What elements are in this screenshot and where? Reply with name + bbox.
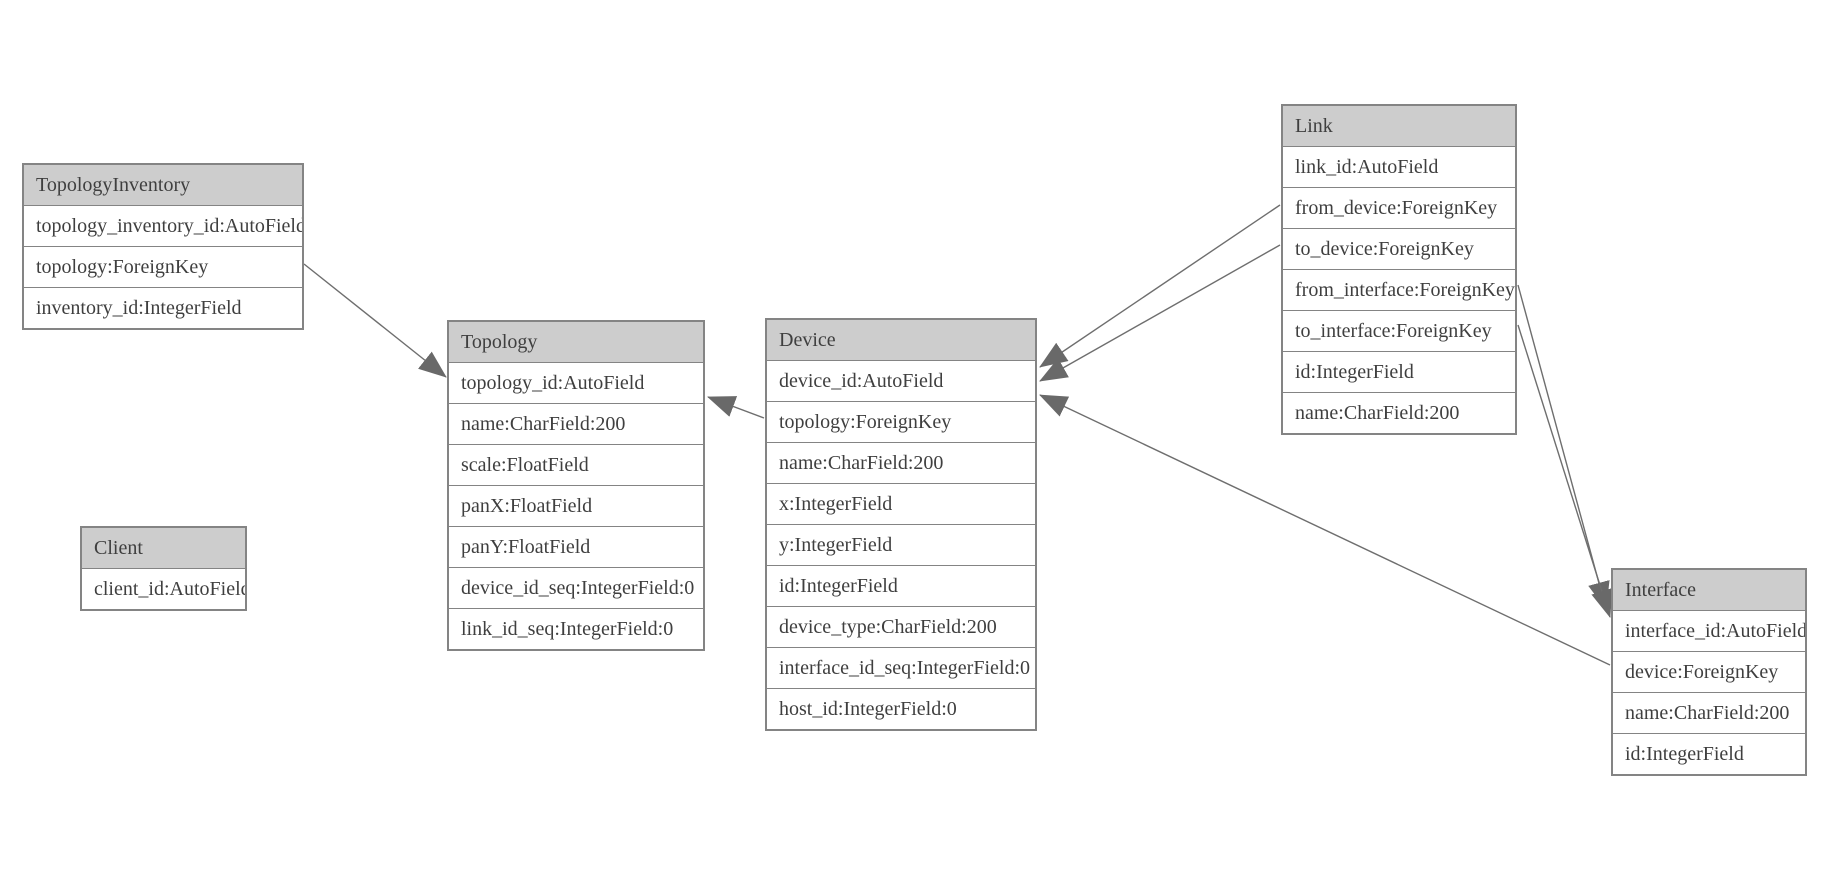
edge-interface-device (1039, 394, 1611, 666)
table-field-row: panY:FloatField (449, 527, 703, 568)
table-field-row: name:CharField:200 (449, 404, 703, 445)
table-field-row: name:CharField:200 (767, 443, 1035, 484)
edge-link-todevice-device (1039, 244, 1281, 382)
table-field-row: from_device:ForeignKey (1283, 188, 1515, 229)
table-field-row: x:IntegerField (767, 484, 1035, 525)
table-field-row: to_interface:ForeignKey (1283, 311, 1515, 352)
table-field-row: topology_inventory_id:AutoField (24, 206, 302, 247)
table-title-client: Client (82, 528, 245, 569)
edge-link-fromdevice-device (1039, 204, 1281, 368)
table-field-row: topology:ForeignKey (24, 247, 302, 288)
table-field-row: device_id:AutoField (767, 361, 1035, 402)
edge-topologyinventory-topology (303, 263, 447, 378)
table-field-row: device_id_seq:IntegerField:0 (449, 568, 703, 609)
table-field-row: id:IntegerField (1613, 734, 1805, 774)
table-field-row: panX:FloatField (449, 486, 703, 527)
edge-link-tointerface-interface (1517, 324, 1613, 618)
table-field-row: device_type:CharField:200 (767, 607, 1035, 648)
table-field-row: id:IntegerField (767, 566, 1035, 607)
table-field-row: y:IntegerField (767, 525, 1035, 566)
table-field-row: inventory_id:IntegerField (24, 288, 302, 328)
table-field-row: to_device:ForeignKey (1283, 229, 1515, 270)
edge-link-frominterface-interface (1517, 284, 1610, 610)
table-title-interface: Interface (1613, 570, 1805, 611)
table-field-row: link_id_seq:IntegerField:0 (449, 609, 703, 649)
table-field-row: device:ForeignKey (1613, 652, 1805, 693)
table-field-row: interface_id_seq:IntegerField:0 (767, 648, 1035, 689)
table-title-device: Device (767, 320, 1035, 361)
table-field-row: host_id:IntegerField:0 (767, 689, 1035, 729)
table-title-topology: Topology (449, 322, 703, 363)
table-field-row: interface_id:AutoField (1613, 611, 1805, 652)
table-title-link: Link (1283, 106, 1515, 147)
table-field-row: from_interface:ForeignKey (1283, 270, 1515, 311)
table-field-row: topology_id:AutoField (449, 363, 703, 404)
table-field-row: topology:ForeignKey (767, 402, 1035, 443)
table-field-row: name:CharField:200 (1283, 393, 1515, 433)
table-field-row: link_id:AutoField (1283, 147, 1515, 188)
table-field-row: id:IntegerField (1283, 352, 1515, 393)
edge-device-topology (707, 396, 765, 419)
table-field-row: scale:FloatField (449, 445, 703, 486)
table-title-topology_inventory: TopologyInventory (24, 165, 302, 206)
table-field-row: name:CharField:200 (1613, 693, 1805, 734)
table-field-row: client_id:AutoField (82, 569, 245, 609)
